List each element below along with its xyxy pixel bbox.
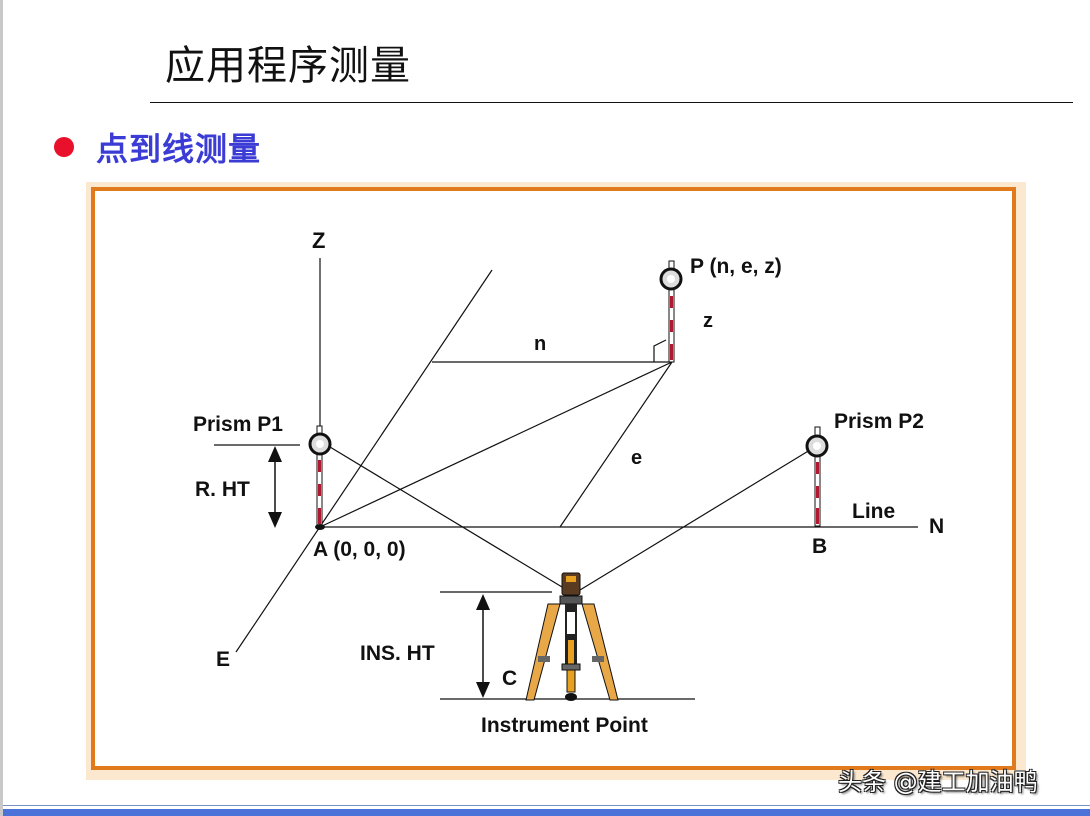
ins-ht-label: INS. HT	[360, 642, 435, 665]
prism-p-icon	[659, 260, 683, 363]
footer-bar	[3, 809, 1090, 816]
slide-left-edge	[0, 0, 3, 816]
prism-p1-icon	[308, 425, 332, 530]
prism-p1-label: Prism P1	[193, 413, 283, 436]
bullet-item: 点到线测量	[54, 124, 261, 170]
line-label: Line	[852, 500, 895, 523]
n-dimension-label: n	[534, 333, 546, 355]
bullet-text: 点到线测量	[96, 130, 262, 168]
insht-arrow-icon	[476, 594, 490, 698]
p2-sight-line	[579, 449, 811, 591]
right-angle-marker	[653, 339, 667, 362]
watermark: 头条 @建工加油鸭	[838, 768, 1038, 796]
title-underline	[150, 102, 1073, 103]
e-axis-label: E	[216, 648, 230, 671]
z-dimension-label: z	[703, 310, 713, 332]
e-dimension-line	[559, 361, 673, 528]
point-b-label: B	[812, 535, 827, 558]
e-axis-line	[235, 269, 493, 653]
p1-sight-line	[329, 446, 568, 591]
a-to-p-line	[319, 361, 673, 528]
instrument-point-label: Instrument Point	[481, 714, 648, 737]
n-axis-label: N	[929, 515, 944, 538]
prism-p2-icon	[805, 426, 829, 527]
rht-arrow-icon	[268, 446, 282, 528]
point-a-label: A (0, 0, 0)	[313, 538, 406, 561]
diagram-frame	[91, 187, 1016, 770]
bullet-dot-icon	[54, 137, 74, 157]
slide-title: 应用程序测量	[165, 43, 411, 89]
footer-line	[3, 805, 1090, 806]
r-ht-label: R. HT	[195, 478, 250, 501]
total-station-tripod-icon	[525, 572, 619, 701]
z-axis-label: Z	[312, 228, 325, 253]
prism-p2-label: Prism P2	[834, 410, 924, 433]
point-p-label: P (n, e, z)	[690, 255, 782, 278]
e-dimension-label: e	[631, 447, 642, 469]
point-c-label: C	[502, 667, 517, 690]
